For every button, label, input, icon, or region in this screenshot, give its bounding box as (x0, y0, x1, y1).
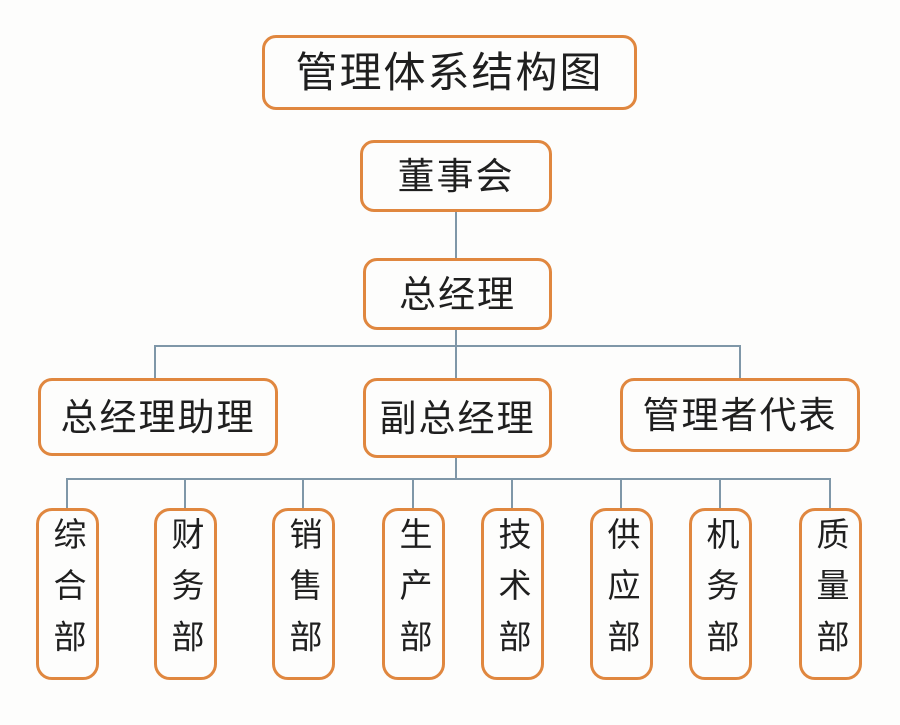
connector-drop-finance (184, 478, 186, 509)
node-dept-finance: 财务部 (154, 508, 217, 680)
connector-drop-machinery (719, 478, 721, 509)
connector-drop-management-rep (739, 345, 741, 379)
node-dept-general-affairs: 综合部 (36, 508, 99, 680)
node-deputy-general-manager: 副总经理 (363, 378, 552, 458)
connector-deputy-gm-stub (455, 458, 457, 478)
connector-drop-supply (620, 478, 622, 509)
connector-board-to-gm (455, 212, 457, 258)
connector-drop-technology (511, 478, 513, 509)
node-dept-sales: 销售部 (272, 508, 335, 680)
node-board-of-directors: 董事会 (360, 140, 552, 212)
connector-drop-general-affairs (66, 478, 68, 509)
connector-drop-deputy-gm (455, 345, 457, 379)
connector-level4-rail (66, 478, 831, 480)
connector-drop-gm-assistant (154, 345, 156, 379)
connector-drop-production (412, 478, 414, 509)
node-dept-technology: 技术部 (481, 508, 544, 680)
node-general-manager: 总经理 (363, 258, 552, 330)
node-gm-assistant: 总经理助理 (38, 378, 278, 456)
node-dept-supply: 供应部 (590, 508, 653, 680)
node-diagram-title: 管理体系结构图 (262, 35, 637, 110)
connector-drop-sales (302, 478, 304, 509)
node-dept-production: 生产部 (382, 508, 445, 680)
node-dept-quality: 质量部 (799, 508, 862, 680)
connector-gm-stub (455, 330, 457, 346)
connector-level3-rail (154, 345, 741, 347)
node-dept-machinery: 机务部 (689, 508, 752, 680)
node-management-representative: 管理者代表 (620, 378, 860, 452)
connector-drop-quality (829, 478, 831, 509)
